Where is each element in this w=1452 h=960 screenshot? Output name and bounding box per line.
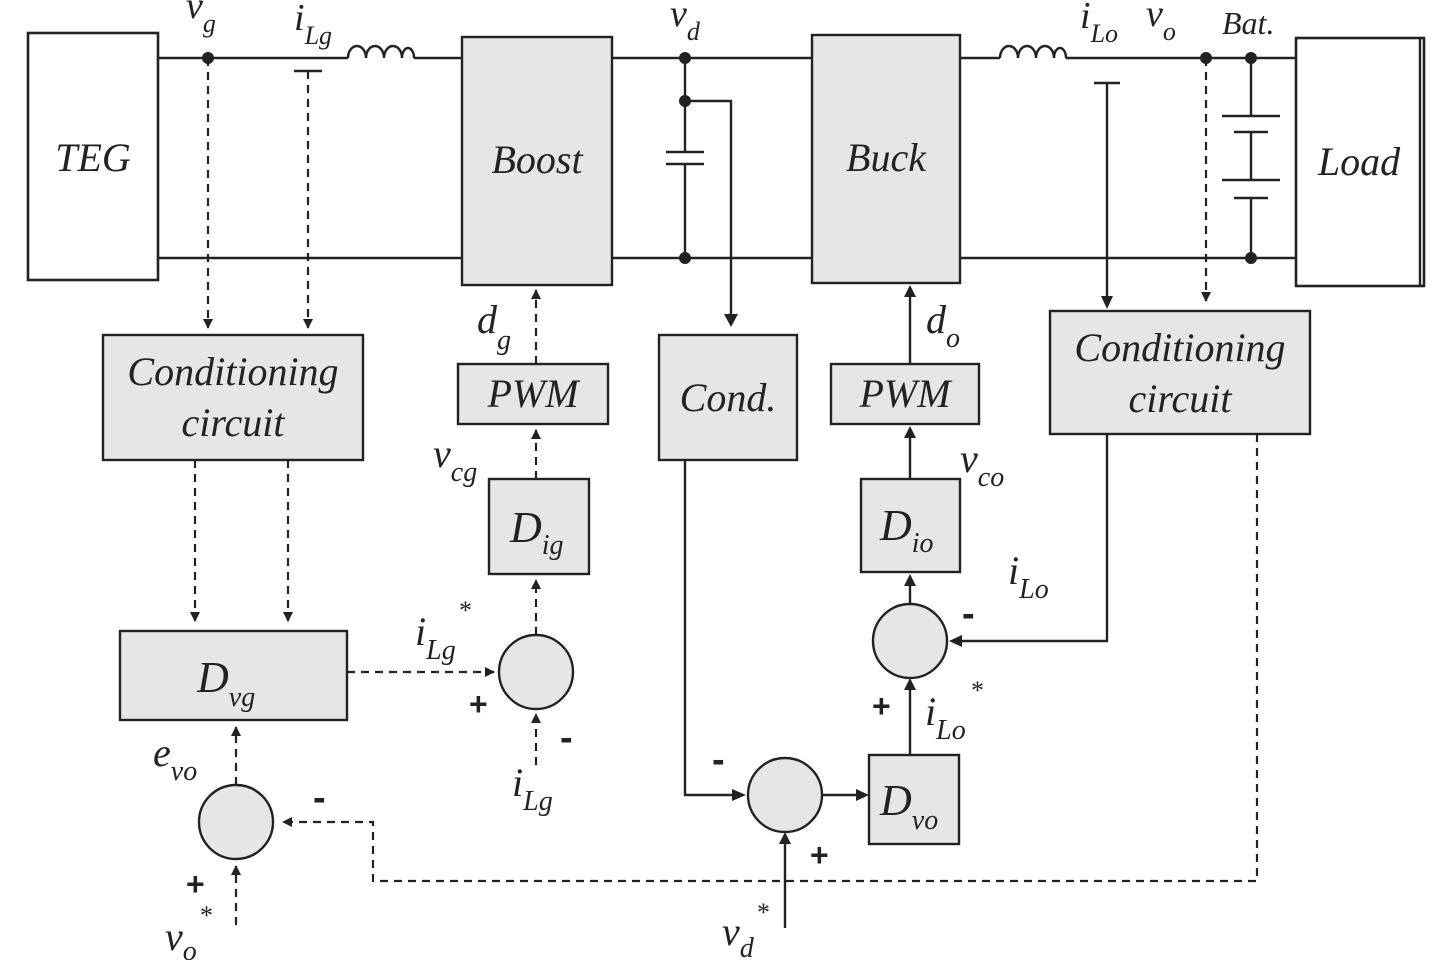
conditioning-right-label-line1: Conditioning: [1074, 325, 1285, 370]
minus-sign-ilg: -: [560, 717, 573, 759]
do-label: do: [926, 297, 960, 354]
dg-label: dg: [477, 297, 511, 356]
sum-junction-vd: [746, 756, 824, 834]
power-stage-wiring: [158, 56, 1296, 260]
load-label: Load: [1317, 139, 1401, 184]
dvg-label: Dvg: [196, 653, 255, 713]
pwm-right-label: PWM: [858, 371, 953, 416]
plus-sign-ilo: +: [872, 688, 891, 724]
conditioning-left-label-line2: circuit: [182, 400, 286, 445]
conditioning-circuit-right: [1048, 309, 1312, 436]
vo-label: vo: [1146, 0, 1176, 46]
pwm-left-block: [456, 362, 610, 426]
teg-label: TEG: [55, 135, 131, 180]
pwm-left-label: PWM: [486, 371, 581, 416]
vg-label: vg: [186, 0, 216, 38]
conditioning-left-label-line1: Conditioning: [127, 349, 338, 394]
pwm-right-block: [829, 362, 981, 426]
dig-block: [487, 477, 591, 576]
minus-sign-vd: -: [712, 739, 725, 781]
inductor-lo-icon: [998, 44, 1068, 59]
sum-junction-ilg: [497, 633, 575, 711]
vcg-label: vcg: [433, 431, 477, 488]
battery-icon: [1222, 58, 1280, 258]
dvg-block: [118, 629, 349, 722]
ilo-label: iLo: [1080, 0, 1118, 48]
dig-label: Dig: [509, 503, 564, 561]
minus-sign-vo: -: [313, 777, 326, 819]
plus-sign-vd: +: [810, 837, 829, 873]
conditioning-circuit-left: [101, 333, 365, 462]
plus-sign-ilg: +: [469, 686, 488, 722]
plus-sign-vo: +: [186, 866, 205, 902]
buck-label: Buck: [846, 135, 927, 180]
evo-label: evo: [153, 730, 197, 787]
ilo-feedback-label: iLo: [1008, 548, 1049, 605]
ilg-ref-label: iLg*: [415, 596, 471, 666]
boost-label: Boost: [491, 137, 583, 182]
dvo-label: Dvo: [879, 776, 938, 836]
boost-block: [460, 35, 614, 287]
dvo-block: [867, 753, 961, 846]
vo-ref-label: vo*: [165, 901, 212, 960]
dio-label: Dio: [879, 501, 934, 559]
sum-junction-vo: [197, 783, 275, 861]
sum-junction-ilo: [871, 602, 949, 680]
vd-label: vd: [670, 0, 701, 46]
inductor-lg-icon: [346, 44, 416, 59]
minus-sign-ilo: -: [962, 593, 975, 635]
signal-paths: [190, 58, 1259, 928]
ilg-label: iLg: [294, 0, 332, 50]
ilg-feedback-label: iLg: [512, 760, 553, 817]
conditioning-right-label-line2: circuit: [1129, 376, 1233, 421]
dc-link-capacitor-icon: [666, 58, 704, 258]
dio-block: [859, 477, 962, 574]
ilo-ref-label: iLo*: [925, 676, 983, 746]
bat-label: Bat.: [1222, 5, 1274, 41]
cond-block: [657, 333, 799, 462]
vco-label: vco: [960, 436, 1004, 493]
load-block: [1294, 36, 1426, 288]
buck-block: [810, 33, 962, 285]
cond-label: Cond.: [680, 375, 777, 420]
teg-block: [26, 31, 160, 282]
vd-ref-label: vd*: [722, 898, 769, 960]
